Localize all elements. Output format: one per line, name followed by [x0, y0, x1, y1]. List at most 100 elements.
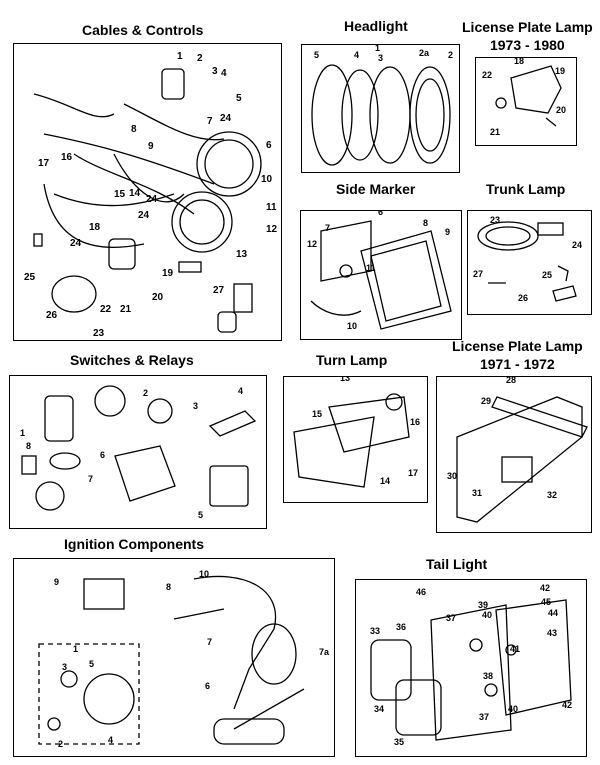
label-23: 23	[93, 328, 105, 339]
label-11: 11	[366, 263, 376, 273]
title-line-1: License Plate Lamp	[462, 19, 593, 35]
label-46: 46	[416, 587, 426, 597]
label-39: 39	[478, 600, 488, 610]
title-headlight: Headlight	[344, 18, 408, 34]
label-19: 19	[555, 66, 565, 76]
license-lamp-1971-illustration: 28 29 30 31 32	[447, 377, 588, 523]
label-8: 8	[166, 582, 171, 592]
label-29: 29	[481, 396, 491, 406]
label-1: 1	[375, 45, 380, 53]
label-24: 24	[70, 238, 82, 249]
title-license-plate-lamp-1971: License Plate Lamp 1971 - 1972	[452, 337, 583, 373]
panel-turn-lamp: 13 15 16 17 14	[283, 376, 428, 503]
label-34: 34	[374, 704, 384, 714]
panel-trunk-lamp: 23 24 25 27 26	[467, 210, 592, 315]
label-24: 24	[146, 194, 158, 205]
label-6: 6	[266, 140, 272, 151]
title-switches-relays: Switches & Relays	[70, 352, 194, 368]
label-31: 31	[472, 488, 482, 498]
label-22: 22	[482, 70, 492, 80]
label-42: 42	[562, 700, 572, 710]
label-12: 12	[307, 239, 317, 249]
label-27: 27	[473, 269, 483, 279]
dashed-group-distributor	[38, 643, 140, 745]
label-8: 8	[26, 441, 31, 451]
label-18: 18	[89, 222, 101, 233]
cables-controls-illustration: 1 2 3 4 5 6 7 8 9 10 11 12 13 14 15 16 1…	[24, 51, 278, 339]
label-8: 8	[131, 124, 137, 135]
label-6: 6	[378, 211, 383, 217]
label-24: 24	[138, 210, 150, 221]
label-9: 9	[54, 577, 59, 587]
label-7: 7	[325, 223, 330, 233]
headlight-lens	[409, 66, 451, 164]
title-line-2: 1973 - 1980	[489, 37, 565, 53]
label-10: 10	[199, 569, 209, 579]
label-22: 22	[100, 304, 112, 315]
label-15: 15	[312, 409, 322, 419]
panel-headlight: 1 5 4 3 2a 2	[301, 44, 460, 173]
label-4: 4	[108, 735, 113, 745]
label-4: 4	[221, 68, 227, 79]
part-23	[51, 275, 97, 313]
label-21: 21	[120, 304, 132, 315]
label-5: 5	[89, 659, 94, 669]
label-7: 7	[207, 637, 212, 647]
label-16: 16	[410, 417, 420, 427]
label-11: 11	[266, 202, 277, 213]
label-8: 8	[423, 218, 428, 228]
title-license-plate-lamp-1973: License Plate Lamp 1973 - 1980	[462, 18, 593, 54]
label-7: 7	[207, 116, 213, 127]
headlight-illustration: 1 5 4 3 2a 2	[311, 45, 453, 166]
panel-cables-controls: 1 2 3 4 5 6 7 8 9 10 11 12 13 14 15 16 1…	[13, 43, 282, 341]
label-19: 19	[162, 268, 174, 279]
label-14: 14	[380, 476, 390, 486]
label-10: 10	[347, 321, 357, 331]
label-23: 23	[490, 215, 500, 225]
label-6: 6	[100, 450, 105, 460]
label-38: 38	[483, 671, 493, 681]
label-7a: 7a	[319, 647, 330, 657]
label-30: 30	[447, 471, 457, 481]
label-2: 2	[197, 53, 203, 64]
label-13: 13	[340, 377, 350, 383]
label-16: 16	[61, 152, 73, 163]
panel-license-plate-lamp-1971: 28 29 30 31 32	[436, 376, 592, 533]
label-24: 24	[572, 240, 582, 250]
label-40: 40	[508, 704, 518, 714]
label-3: 3	[212, 66, 218, 77]
label-20: 20	[152, 292, 164, 303]
label-44: 44	[548, 608, 558, 618]
label-1: 1	[73, 644, 78, 654]
label-10: 10	[261, 174, 273, 185]
label-42: 42	[540, 583, 550, 593]
label-12: 12	[266, 224, 278, 235]
label-1: 1	[177, 51, 183, 62]
title-line-1: License Plate Lamp	[452, 338, 583, 354]
label-25: 25	[24, 272, 36, 283]
label-43: 43	[547, 628, 557, 638]
label-2: 2	[143, 388, 148, 398]
label-14: 14	[129, 188, 141, 199]
ignition-components-illustration: 9 8 10 7 7a 6 1 3 5 2 4	[38, 569, 330, 749]
label-3: 3	[193, 401, 198, 411]
turn-lamp-illustration: 13 15 16 17 14	[293, 377, 420, 488]
panel-switches-relays: 1 2 3 4 5 6 7 8	[9, 375, 267, 529]
label-4: 4	[238, 386, 243, 396]
panel-side-marker: 6 7 8 9 12 11 10	[300, 210, 462, 340]
label-9: 9	[445, 227, 450, 237]
trunk-lamp-illustration: 23 24 25 27 26	[473, 215, 582, 303]
label-3: 3	[378, 53, 383, 63]
label-33: 33	[370, 626, 380, 636]
label-5: 5	[198, 510, 203, 520]
label-32: 32	[547, 490, 557, 500]
title-trunk-lamp: Trunk Lamp	[486, 181, 566, 197]
label-21: 21	[490, 127, 500, 137]
license-lamp-1973-illustration: 18 19 22 20 21	[482, 58, 566, 137]
panel-license-plate-lamp-1973: 18 19 22 20 21	[475, 57, 577, 146]
title-side-marker: Side Marker	[336, 181, 416, 197]
title-line-2: 1971 - 1972	[479, 356, 555, 372]
label-2: 2	[448, 50, 453, 60]
label-24: 24	[220, 113, 232, 124]
gauge-13	[171, 191, 233, 253]
